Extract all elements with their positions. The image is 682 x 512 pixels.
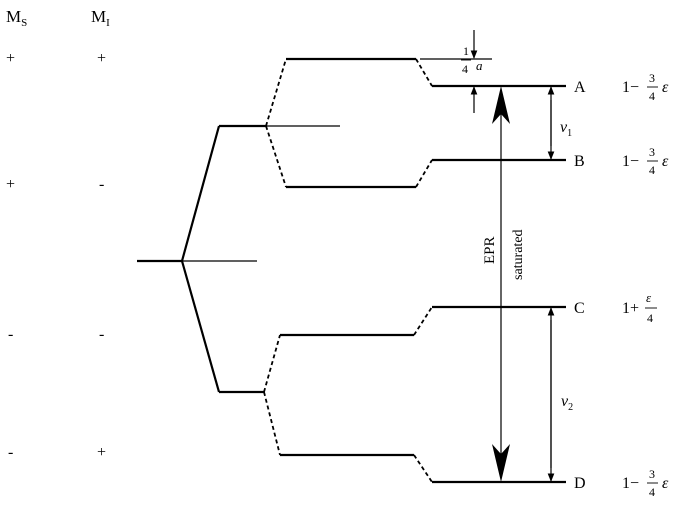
mi-value: + <box>97 50 106 67</box>
svg-text:1−: 1− <box>622 153 639 170</box>
epr-arrowhead-up <box>492 86 510 124</box>
svg-text:4: 4 <box>649 485 655 499</box>
connector-dashed <box>263 391 281 456</box>
level-label-d: D <box>574 475 586 492</box>
split-line-lower <box>180 260 221 393</box>
mi-header: MI <box>91 7 110 29</box>
svg-text:1−: 1− <box>622 475 639 492</box>
mi-value: + <box>97 444 106 461</box>
mi-value: - <box>99 326 104 343</box>
saturated-label: saturated <box>511 229 526 280</box>
level-label-c: C <box>574 300 585 317</box>
shift-fraction-den: 4 <box>462 62 468 76</box>
svg-text:ε: ε <box>646 290 652 305</box>
svg-text:ε: ε <box>662 79 669 96</box>
connector-dashed <box>413 306 433 336</box>
svg-text:ε: ε <box>662 475 669 492</box>
ms-value: + <box>6 176 15 193</box>
energy-expression-a: 1− 3 4 ε <box>622 71 669 103</box>
energy-expression-d: 1− 3 4 ε <box>622 467 669 499</box>
energy-expression-c: 1+ ε 4 <box>622 290 657 325</box>
nu2-label: ν2 <box>561 393 573 413</box>
svg-text:3: 3 <box>649 145 655 159</box>
connector-dashed <box>265 58 287 127</box>
svg-text:1+: 1+ <box>622 300 639 317</box>
ms-header: MS <box>6 7 27 29</box>
nu1-label: ν1 <box>560 119 572 139</box>
svg-text:4: 4 <box>649 163 655 177</box>
svg-text:3: 3 <box>649 467 655 481</box>
energy-expression-b: 1− 3 4 ε <box>622 145 669 177</box>
svg-text:4: 4 <box>647 311 653 325</box>
epr-label: EPR <box>482 236 498 264</box>
connector-dashed <box>265 125 287 188</box>
svg-text:3: 3 <box>649 71 655 85</box>
svg-text:ε: ε <box>662 153 669 170</box>
shift-fraction-num: 1 <box>463 44 469 58</box>
ms-value: - <box>8 326 13 343</box>
epr-arrowhead-down <box>492 444 510 482</box>
connector-dashed <box>263 334 281 393</box>
connector-dashed <box>415 58 433 87</box>
connector-dashed <box>415 159 433 188</box>
connector-dashed <box>413 454 433 483</box>
level-label-b: B <box>574 153 585 170</box>
split-line-upper <box>180 125 221 262</box>
level-label-a: A <box>574 79 586 96</box>
ms-value: - <box>8 444 13 461</box>
svg-text:1−: 1− <box>622 79 639 96</box>
mi-value: - <box>99 176 104 193</box>
shift-symbol: a <box>476 58 483 73</box>
svg-text:4: 4 <box>649 89 655 103</box>
ms-value: + <box>6 50 15 67</box>
